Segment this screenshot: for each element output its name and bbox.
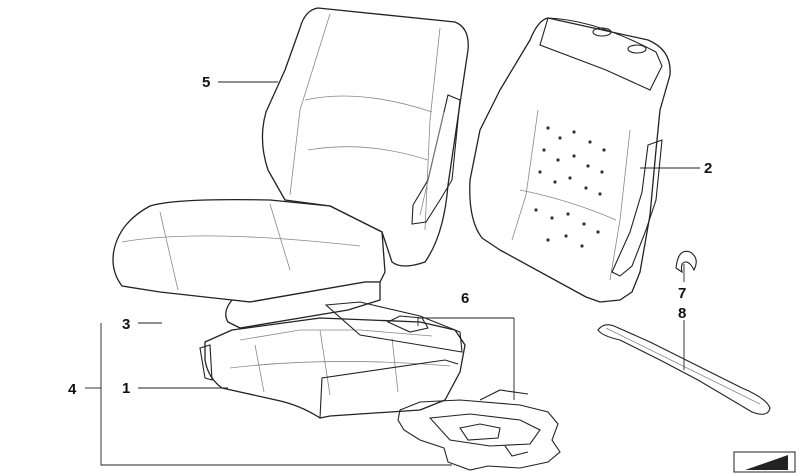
page-corner-icon xyxy=(733,451,796,473)
callout-1: 1 xyxy=(122,380,130,397)
wire-strap-part[interactable] xyxy=(597,324,771,415)
callout-8: 8 xyxy=(678,305,686,322)
callout-5: 5 xyxy=(202,74,210,91)
foam-ventilation-holes xyxy=(534,126,606,248)
callout-7: 7 xyxy=(678,285,686,302)
callout-2: 2 xyxy=(704,160,712,177)
callout-6: 6 xyxy=(461,290,469,307)
clip-part[interactable] xyxy=(675,250,697,274)
callout-3: 3 xyxy=(122,316,130,333)
backrest-cover-part[interactable] xyxy=(261,7,469,267)
callout-4: 4 xyxy=(68,381,77,398)
leader-lines xyxy=(85,81,700,466)
backrest-foam-part[interactable] xyxy=(469,17,671,303)
seat-foam-part[interactable] xyxy=(199,301,466,419)
wire-frame-part[interactable] xyxy=(397,389,561,471)
seat-cushion-cover-part[interactable] xyxy=(112,198,386,329)
